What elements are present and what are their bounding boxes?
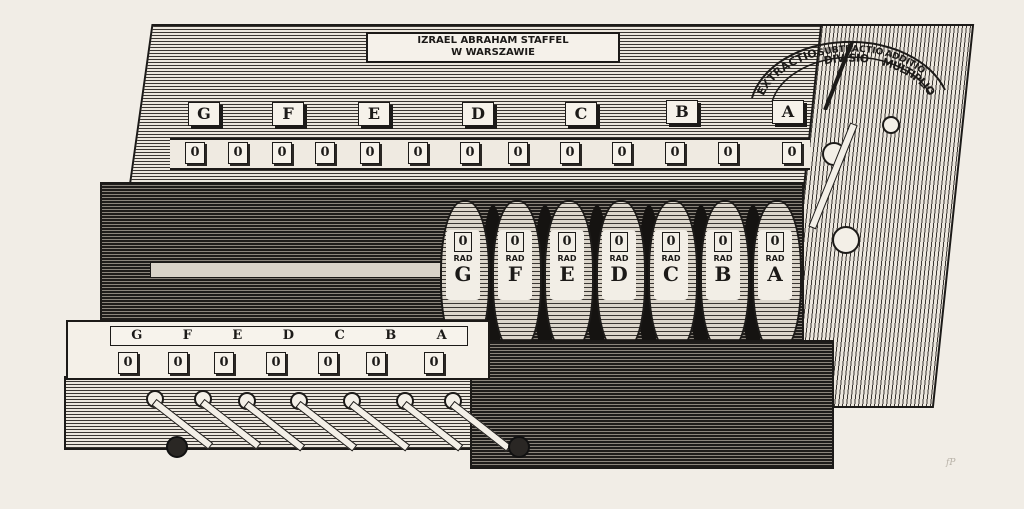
dial-label-subtractio: SUBTRACTIO [817,45,884,59]
lower-label-f: F [182,328,192,343]
upper-window-13: 0 [782,142,802,164]
lower-window-a: 0 [424,352,444,374]
wheel-d-letter: D [610,262,628,286]
upper-window-6: 0 [408,142,428,164]
wheel-f-rad: RAD [505,254,525,263]
wheel-e-letter: E [559,262,575,286]
lower-label-b: B [385,328,397,343]
main-shaft [150,262,452,278]
lower-window-c: 0 [318,352,338,374]
wheel-f-digit: 0 [506,232,524,252]
wheel-a-letter: A [767,262,783,286]
wheel-g-rad: RAD [453,254,473,263]
crank-bottom-knob [832,226,860,254]
wheel-e-rad: RAD [557,254,577,263]
upper-window-3: 0 [272,142,292,164]
wheel-d-rad: RAD [609,254,629,263]
upper-window-4: 0 [315,142,335,164]
upper-window-8: 0 [508,142,528,164]
lower-window-e: 0 [214,352,234,374]
wheel-f-letter: F [507,262,523,286]
wheel-b-digit: 0 [714,232,732,252]
maker-plate-line2: W WARSZAWIE [451,47,535,58]
upper-key-g[interactable]: G [188,102,220,126]
wheel-c-digit: 0 [662,232,680,252]
dial-label-extractio: EXTRACTIO [754,46,818,97]
upper-key-c[interactable]: C [565,102,597,126]
foot-right [508,436,530,458]
wheel-b-letter: B [714,262,732,286]
upper-key-e[interactable]: E [358,102,390,126]
maker-plate-line1: IZRAEL ABRAHAM STAFFEL [417,35,569,46]
wheel-d-digit: 0 [610,232,628,252]
operation-dial: EXTRACTIO SUBTRACTIO DIVISIO ADDITIO MUL… [751,40,946,110]
upper-window-2: 0 [228,142,248,164]
upper-key-a[interactable]: A [772,100,804,124]
lower-label-strip: G F E D C B A [110,326,468,346]
upper-key-d[interactable]: D [462,102,494,126]
upper-window-10: 0 [612,142,632,164]
wheel-c-letter: C [663,262,679,286]
wheel-c-rad: RAD [661,254,681,263]
upper-window-5: 0 [360,142,380,164]
upper-result-bar [170,138,810,170]
lower-label-g: G [131,328,143,343]
lower-window-g: 0 [118,352,138,374]
wheel-a-digit: 0 [766,232,784,252]
wheel-e-digit: 0 [558,232,576,252]
svg-text:SUBTRACTIO: SUBTRACTIO [817,45,884,59]
upper-key-f[interactable]: F [272,102,304,126]
upper-window-12: 0 [718,142,738,164]
wheel-g-letter: G [454,262,472,286]
upper-key-b[interactable]: B [666,100,698,124]
lower-label-e: E [232,328,243,343]
artist-mark: fP [946,458,956,468]
upper-window-11: 0 [665,142,685,164]
lower-label-c: C [334,328,345,343]
upper-window-1: 0 [185,142,205,164]
right-base-block [470,340,834,469]
lower-window-f: 0 [168,352,188,374]
foot-left [166,436,188,458]
svg-text:EXTRACTIO: EXTRACTIO [754,46,818,97]
crank-top-knob [882,116,900,134]
maker-plate: IZRAEL ABRAHAM STAFFEL W WARSZAWIE [366,32,620,63]
wheel-b-rad: RAD [713,254,733,263]
lower-label-d: D [282,328,295,343]
lower-window-b: 0 [366,352,386,374]
lower-label-a: A [436,328,447,343]
upper-window-9: 0 [560,142,580,164]
upper-window-7: 0 [460,142,480,164]
wheel-g-digit: 0 [454,232,472,252]
lower-window-d: 0 [266,352,286,374]
wheel-a-rad: RAD [765,254,785,263]
